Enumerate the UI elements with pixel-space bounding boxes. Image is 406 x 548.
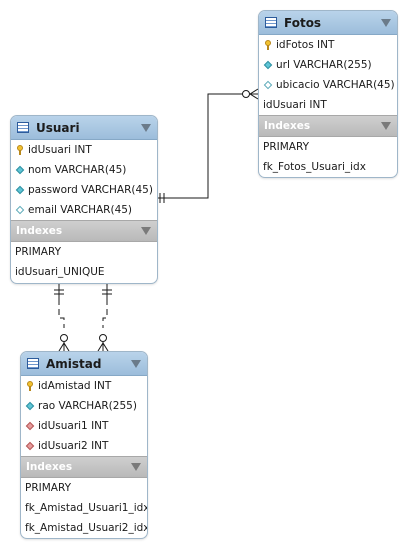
column-row[interactable]: idAmistad INT (21, 376, 147, 396)
index-row[interactable]: PRIMARY (25, 482, 72, 494)
primary-key-icon (15, 145, 25, 155)
column-row[interactable]: idUsuari INT (11, 140, 157, 160)
column-row[interactable]: idUsuari INT (259, 95, 397, 115)
table-icon (265, 17, 277, 28)
column-row[interactable]: nom VARCHAR(45) (11, 160, 157, 180)
relationship-usuari-fotos[interactable] (157, 88, 259, 203)
not-null-column-icon (15, 185, 25, 195)
column-label: url VARCHAR(255) (276, 59, 372, 71)
index-row[interactable]: fk_Amistad_Usuari1_idx (25, 502, 148, 514)
collapse-arrow-icon[interactable] (141, 123, 151, 132)
column-label: rao VARCHAR(255) (38, 400, 137, 412)
nullable-column-icon (15, 205, 25, 215)
primary-key-icon (263, 40, 273, 50)
indexes-label: Indexes (26, 461, 73, 473)
table-title: Usuari (36, 120, 80, 135)
column-label: idFotos INT (276, 39, 335, 51)
nullable-column-icon (263, 80, 273, 90)
index-row[interactable]: fk_Fotos_Usuari_idx (263, 161, 366, 173)
not-null-column-icon (15, 165, 25, 175)
foreign-key-icon (25, 421, 35, 431)
column-label: idAmistad INT (38, 380, 112, 392)
table-amistad[interactable]: Amistad idAmistad INT rao VARCHAR(255) i… (20, 351, 148, 539)
indexes-label: Indexes (264, 120, 311, 132)
primary-key-icon (25, 381, 35, 391)
column-row[interactable]: idUsuari1 INT (21, 416, 147, 436)
column-label: email VARCHAR(45) (28, 204, 133, 216)
indexes-header[interactable]: Indexes (259, 115, 397, 137)
indexes-label: Indexes (16, 225, 63, 237)
indexes-header[interactable]: Indexes (21, 456, 147, 478)
indexes-header[interactable]: Indexes (11, 220, 157, 242)
collapse-arrow-icon[interactable] (381, 18, 391, 27)
column-label: ubicacio VARCHAR(45) (276, 79, 395, 91)
foreign-key-icon (25, 441, 35, 451)
table-header[interactable]: Amistad (21, 352, 147, 376)
column-row[interactable]: url VARCHAR(255) (259, 55, 397, 75)
column-label: nom VARCHAR(45) (28, 164, 127, 176)
relationship-usuari-amistad-2[interactable] (97, 284, 112, 352)
column-label: password VARCHAR(45) (28, 184, 153, 196)
index-row[interactable]: PRIMARY (15, 246, 62, 258)
index-row[interactable]: idUsuari_UNIQUE (15, 266, 105, 278)
collapse-arrow-icon[interactable] (131, 463, 141, 471)
column-label: idUsuari INT (28, 144, 92, 156)
column-label: idUsuari1 INT (38, 420, 109, 432)
not-null-column-icon (263, 60, 273, 70)
column-row[interactable]: email VARCHAR(45) (11, 200, 157, 220)
column-row[interactable]: idFotos INT (259, 35, 397, 55)
not-null-column-icon (25, 401, 35, 411)
table-header[interactable]: Usuari (11, 116, 157, 140)
table-icon (17, 122, 29, 133)
table-title: Amistad (46, 356, 102, 371)
table-fotos[interactable]: Fotos idFotos INT url VARCHAR(255) ubica… (258, 10, 398, 178)
relationship-usuari-amistad-1[interactable] (54, 284, 70, 352)
index-row[interactable]: fk_Amistad_Usuari2_idx (25, 522, 148, 534)
column-row[interactable]: rao VARCHAR(255) (21, 396, 147, 416)
table-title: Fotos (284, 15, 322, 30)
collapse-arrow-icon[interactable] (381, 122, 391, 130)
column-row[interactable]: password VARCHAR(45) (11, 180, 157, 200)
table-header[interactable]: Fotos (259, 11, 397, 35)
table-usuari[interactable]: Usuari idUsuari INT nom VARCHAR(45) pass… (10, 115, 158, 284)
collapse-arrow-icon[interactable] (131, 359, 141, 368)
column-label: idUsuari2 INT (38, 440, 109, 452)
column-row[interactable]: idUsuari2 INT (21, 436, 147, 456)
index-row[interactable]: PRIMARY (263, 141, 310, 153)
collapse-arrow-icon[interactable] (141, 227, 151, 235)
table-icon (27, 358, 39, 369)
column-row[interactable]: ubicacio VARCHAR(45) (259, 75, 397, 95)
column-label: idUsuari INT (263, 99, 327, 111)
